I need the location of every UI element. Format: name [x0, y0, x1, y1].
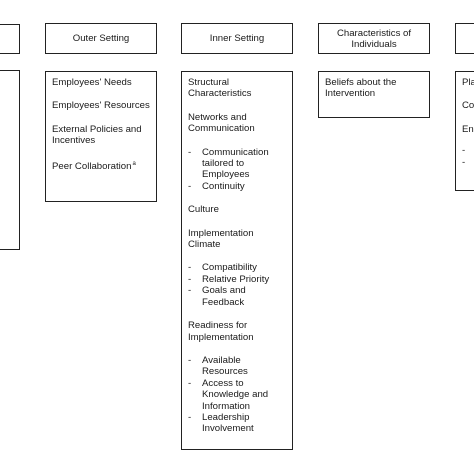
sub-item: -Continuity: [188, 181, 286, 192]
outer-item-peer: Peer Collaborationa: [52, 159, 150, 172]
dash: -: [188, 273, 192, 285]
right-header-box-partial: [455, 23, 474, 54]
dash: -: [188, 354, 192, 366]
inner-climate: Implementation Climate: [188, 227, 254, 251]
footnote-mark: a: [132, 160, 136, 167]
individuals-item: Beliefs about the Intervention: [325, 77, 397, 100]
dash: -: [188, 285, 192, 297]
sub-item-label: Goals and Feedback: [202, 285, 246, 308]
sub-item: -Available Resources: [188, 355, 286, 378]
sub-item-label: Access to Knowledge and Information: [202, 377, 269, 412]
right-partial-dash: -: [462, 156, 466, 168]
sub-item: -Access to Knowledge and Information: [188, 378, 286, 412]
networks-sublist: -Communication tailored to Employees -Co…: [188, 147, 286, 193]
climate-sublist: -Compatibility -Relative Priority -Goals…: [188, 262, 286, 308]
readiness-sublist: -Available Resources -Access to Knowledg…: [188, 355, 286, 435]
left-content-box-partial: [0, 70, 20, 250]
outer-item: Employees' Needs: [52, 77, 132, 88]
outer-setting-box: Employees' Needs Employees' Resources Ex…: [45, 71, 157, 202]
right-partial-line: Pla: [462, 77, 474, 88]
outer-item: External Policies and Incentives: [52, 123, 142, 147]
right-partial-line: En: [462, 123, 474, 135]
inner-culture: Culture: [188, 204, 219, 216]
sub-item-label: Compatibility: [202, 262, 257, 274]
sub-item-label: Leadership Involvement: [202, 411, 254, 435]
right-partial-line: Co: [462, 100, 474, 112]
sub-item: -Compatibility: [188, 262, 286, 273]
sub-item: -Goals and Feedback: [188, 285, 286, 308]
outer-setting-header: Outer Setting: [45, 23, 157, 54]
inner-setting-header: Inner Setting: [181, 23, 293, 54]
dash: -: [188, 262, 192, 274]
dash: -: [188, 180, 192, 192]
sub-item: -Leadership Involvement: [188, 412, 286, 435]
dash: -: [188, 377, 192, 389]
sub-item: -Communication tailored to Employees: [188, 147, 286, 181]
inner-readiness: Readiness for Implementation: [188, 320, 254, 343]
individuals-box: Beliefs about the Intervention: [318, 71, 430, 118]
right-content-box-partial: Pla Co En - -: [455, 71, 474, 191]
dash: -: [188, 146, 192, 158]
individuals-title: Characteristics of Individuals: [336, 27, 412, 50]
individuals-header: Characteristics of Individuals: [318, 23, 430, 54]
left-header-box-partial: [0, 24, 20, 54]
outer-setting-title: Outer Setting: [72, 33, 130, 44]
sub-item-label: Continuity: [202, 180, 245, 192]
sub-item-label: Available Resources: [202, 354, 248, 378]
outer-item-label: Peer Collaboration: [52, 160, 132, 172]
right-partial-dash: -: [462, 145, 466, 157]
sub-item-label: Communication tailored to Employees: [202, 146, 269, 181]
sub-item-label: Relative Priority: [202, 273, 270, 285]
inner-networks: Networks and Communication: [188, 111, 255, 135]
inner-structural: Structural Characteristics: [188, 77, 252, 100]
sub-item: -Relative Priority: [188, 274, 286, 285]
inner-setting-box: Structural Characteristics Networks and …: [181, 71, 293, 450]
outer-item: Employees' Resources: [52, 100, 150, 112]
inner-setting-title: Inner Setting: [209, 33, 265, 44]
dash: -: [188, 411, 192, 423]
